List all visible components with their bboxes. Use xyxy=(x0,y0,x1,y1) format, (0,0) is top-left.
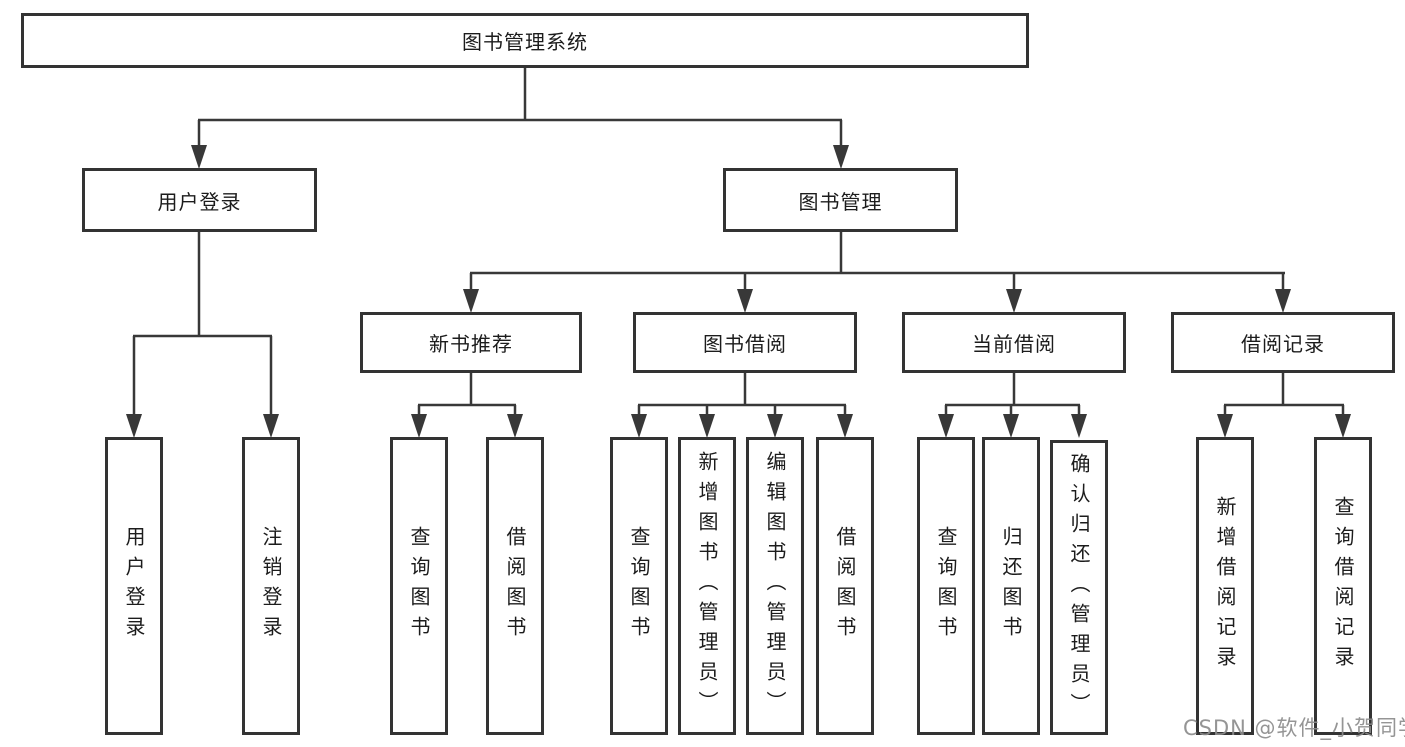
branch-book-management xyxy=(469,232,1285,293)
node-label: 图书借阅 xyxy=(703,332,787,356)
branch-borrowing-records xyxy=(1223,373,1345,418)
branch-current-borrowing xyxy=(944,373,1081,418)
branch-new-book-recommendation xyxy=(417,373,517,418)
node-library-management-system: 图书管理系统 xyxy=(21,13,1029,68)
leaf-borrow-books-recommendation: 借阅图书 xyxy=(486,437,544,735)
node-label: 查询借阅记录 xyxy=(1331,496,1355,676)
node-label: 当前借阅 xyxy=(972,332,1056,356)
leaf-edit-book-admin: 编辑图书（管理员） xyxy=(746,437,804,735)
node-label: 归还图书 xyxy=(999,526,1023,646)
node-label: 编辑图书（管理员） xyxy=(763,451,787,721)
node-label: 确认归还（管理员） xyxy=(1067,452,1091,723)
node-new-book-recommendation: 新书推荐 xyxy=(360,312,582,373)
branch-user-login xyxy=(132,232,273,418)
node-borrowing-records: 借阅记录 xyxy=(1171,312,1395,373)
leaf-query-books-current: 查询图书 xyxy=(917,437,975,735)
node-label: 注销登录 xyxy=(259,526,283,646)
node-label: 新增借阅记录 xyxy=(1213,496,1237,676)
node-label: 图书管理系统 xyxy=(462,30,588,54)
leaf-return-books: 归还图书 xyxy=(982,437,1040,735)
node-book-borrowing: 图书借阅 xyxy=(633,312,857,373)
node-label: 用户登录 xyxy=(157,189,242,214)
node-label: 查询图书 xyxy=(627,526,651,646)
node-label: 新书推荐 xyxy=(429,332,513,356)
leaf-borrow-books-borrowing: 借阅图书 xyxy=(816,437,874,735)
node-book-management: 图书管理 xyxy=(723,168,958,232)
node-label: 用户登录 xyxy=(122,526,146,646)
leaf-query-books-recommendation: 查询图书 xyxy=(390,437,448,735)
node-label: 查询图书 xyxy=(407,526,431,646)
branch-book-borrowing xyxy=(637,373,847,418)
node-label: 借阅图书 xyxy=(503,526,527,646)
leaf-user-login: 用户登录 xyxy=(105,437,163,735)
node-label: 查询图书 xyxy=(934,526,958,646)
leaf-confirm-return-admin: 确认归还（管理员） xyxy=(1050,440,1108,735)
leaf-query-borrowing-record: 查询借阅记录 xyxy=(1314,437,1372,735)
leaf-logout: 注销登录 xyxy=(242,437,300,735)
node-label: 借阅图书 xyxy=(833,526,857,646)
node-current-borrowing: 当前借阅 xyxy=(902,312,1126,373)
node-label: 新增图书（管理员） xyxy=(695,451,719,721)
branch-root xyxy=(197,68,843,149)
leaf-query-books-borrowing: 查询图书 xyxy=(610,437,668,735)
node-label: 图书管理 xyxy=(798,189,883,214)
node-user-login: 用户登录 xyxy=(82,168,317,232)
leaf-add-borrowing-record: 新增借阅记录 xyxy=(1196,437,1254,735)
csdn-watermark: CSDN @软件_小贺同学 xyxy=(1183,716,1405,740)
leaf-add-book-admin: 新增图书（管理员） xyxy=(678,437,736,735)
node-label: 借阅记录 xyxy=(1241,332,1325,356)
